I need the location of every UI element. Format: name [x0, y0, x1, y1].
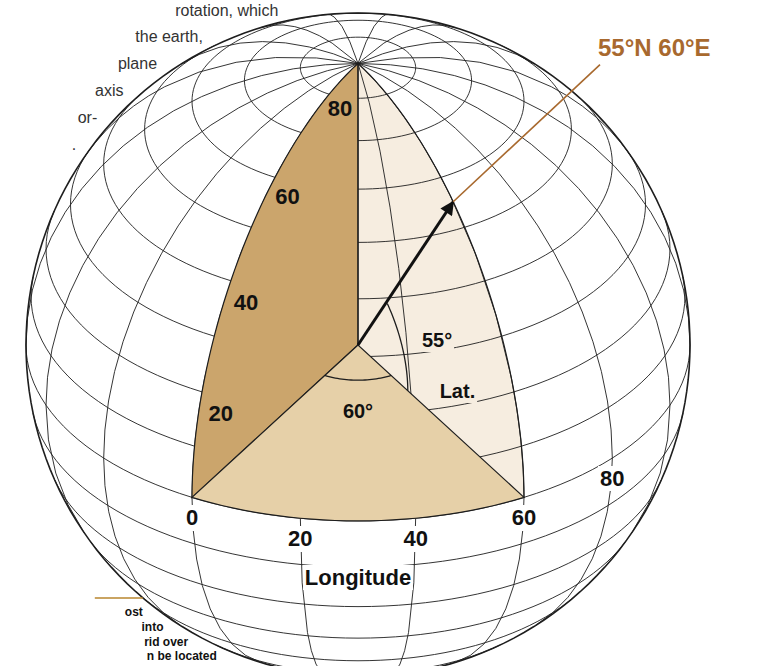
angle-label: 60°	[341, 400, 375, 423]
latitude-number: 80	[328, 96, 352, 121]
position-arrow	[358, 202, 453, 345]
angle-arc	[387, 304, 408, 391]
globe-outline	[26, 13, 690, 666]
coordinate-callout: 55°N 60°E	[598, 34, 711, 62]
globe-ground	[26, 13, 690, 666]
text-fragment: the earth,	[135, 28, 203, 46]
longitude-number: 0	[184, 505, 200, 530]
latitude-number: 60	[275, 184, 299, 209]
caption-rule	[95, 597, 143, 599]
equator-sector	[192, 345, 524, 521]
longitude-number: 60	[510, 505, 538, 530]
text-fragment: rotation, which	[175, 2, 278, 20]
caption-fragment: rid over	[144, 636, 188, 650]
latitude-number: 20	[208, 401, 232, 426]
angle-arc	[325, 375, 391, 380]
longitude-number: 40	[401, 526, 429, 551]
caption-fragment: into	[141, 621, 163, 635]
angle-label: Lat.	[438, 380, 478, 403]
text-fragment: plane	[118, 55, 157, 73]
latitude-number: 40	[234, 290, 258, 315]
caption-fragment: n be located	[147, 650, 217, 664]
text-fragment: .	[72, 136, 76, 154]
longitude-number: 20	[286, 526, 314, 551]
wedge-edge	[358, 63, 524, 497]
globe	[26, 13, 690, 666]
longitude-number: 80	[598, 466, 626, 491]
text-fragment: or-	[78, 109, 98, 127]
graticule	[26, 13, 690, 666]
axis-label: Longitude	[303, 565, 413, 590]
caption-fragment: ost	[125, 606, 143, 620]
text-fragment: axis	[95, 82, 123, 100]
angle-label: 55°	[420, 329, 454, 352]
leader-line	[453, 65, 600, 202]
